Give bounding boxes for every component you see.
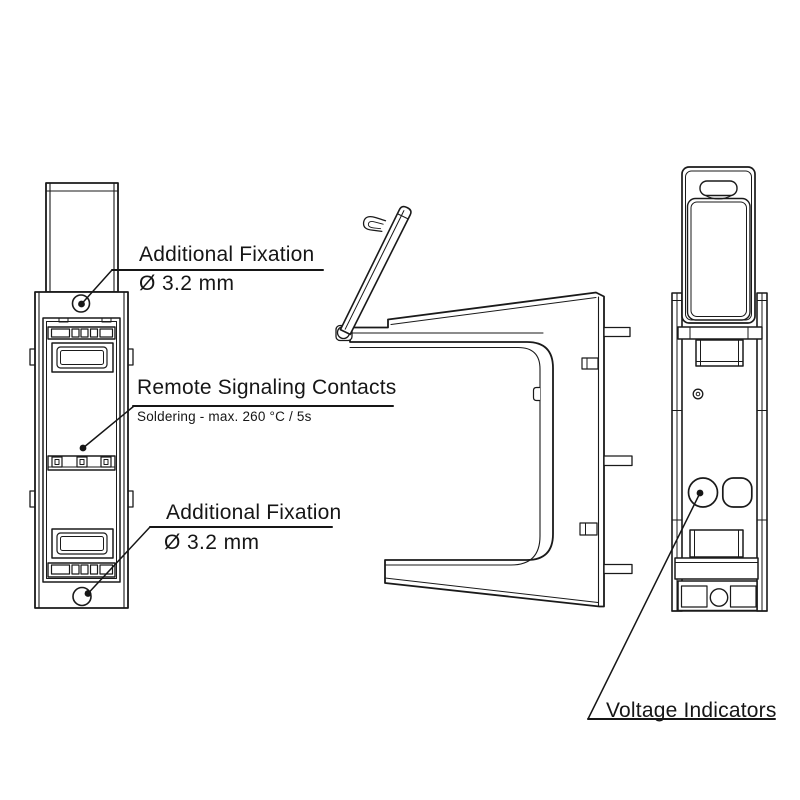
front-view — [29, 182, 134, 609]
base-band — [674, 557, 759, 580]
annotation-voltage-indicators: Voltage Indicators — [606, 699, 777, 722]
annotation-additional-fixation-bottom-diameter: Ø 3.2 mm — [164, 531, 260, 554]
side-view — [335, 205, 633, 608]
latch-upper — [695, 339, 744, 367]
terminal-strip-top — [47, 326, 116, 340]
latch-lower — [689, 529, 744, 558]
voltage-indicator-right — [721, 477, 753, 508]
rear-view — [671, 166, 768, 612]
annotation-additional-fixation-top-diameter: Ø 3.2 mm — [139, 272, 235, 295]
spine-slot-lower — [579, 522, 598, 536]
pin — [603, 563, 633, 575]
pin — [603, 455, 633, 467]
spine-inner-tab — [532, 386, 541, 402]
base-hole — [709, 588, 729, 607]
annotation-additional-fixation-top: Additional Fixation — [139, 243, 315, 266]
rear-flap — [681, 166, 756, 324]
leader-dot — [696, 489, 704, 497]
annotation-soldering-note: Soldering - max. 260 °C / 5s — [137, 409, 312, 424]
label-window-top — [51, 342, 114, 373]
callout-lines — [78, 269, 776, 720]
annotation-additional-fixation-bottom: Additional Fixation — [166, 501, 342, 524]
screw-hole — [692, 388, 704, 400]
lever-hook — [362, 216, 387, 233]
label-window-bottom — [51, 528, 114, 559]
spine-slot-upper — [581, 357, 599, 370]
pin — [603, 326, 631, 338]
leader-dot — [78, 300, 85, 308]
flap-handle — [699, 180, 738, 197]
bracket-profile — [349, 291, 605, 608]
hinge-band — [677, 326, 763, 340]
leader-dot — [79, 444, 87, 452]
front-panel — [42, 317, 121, 583]
leader-dot — [84, 590, 92, 597]
remote-contact-bar — [47, 455, 116, 471]
upper-column — [45, 182, 119, 293]
annotation-remote-signaling-contacts: Remote Signaling Contacts — [137, 376, 397, 399]
